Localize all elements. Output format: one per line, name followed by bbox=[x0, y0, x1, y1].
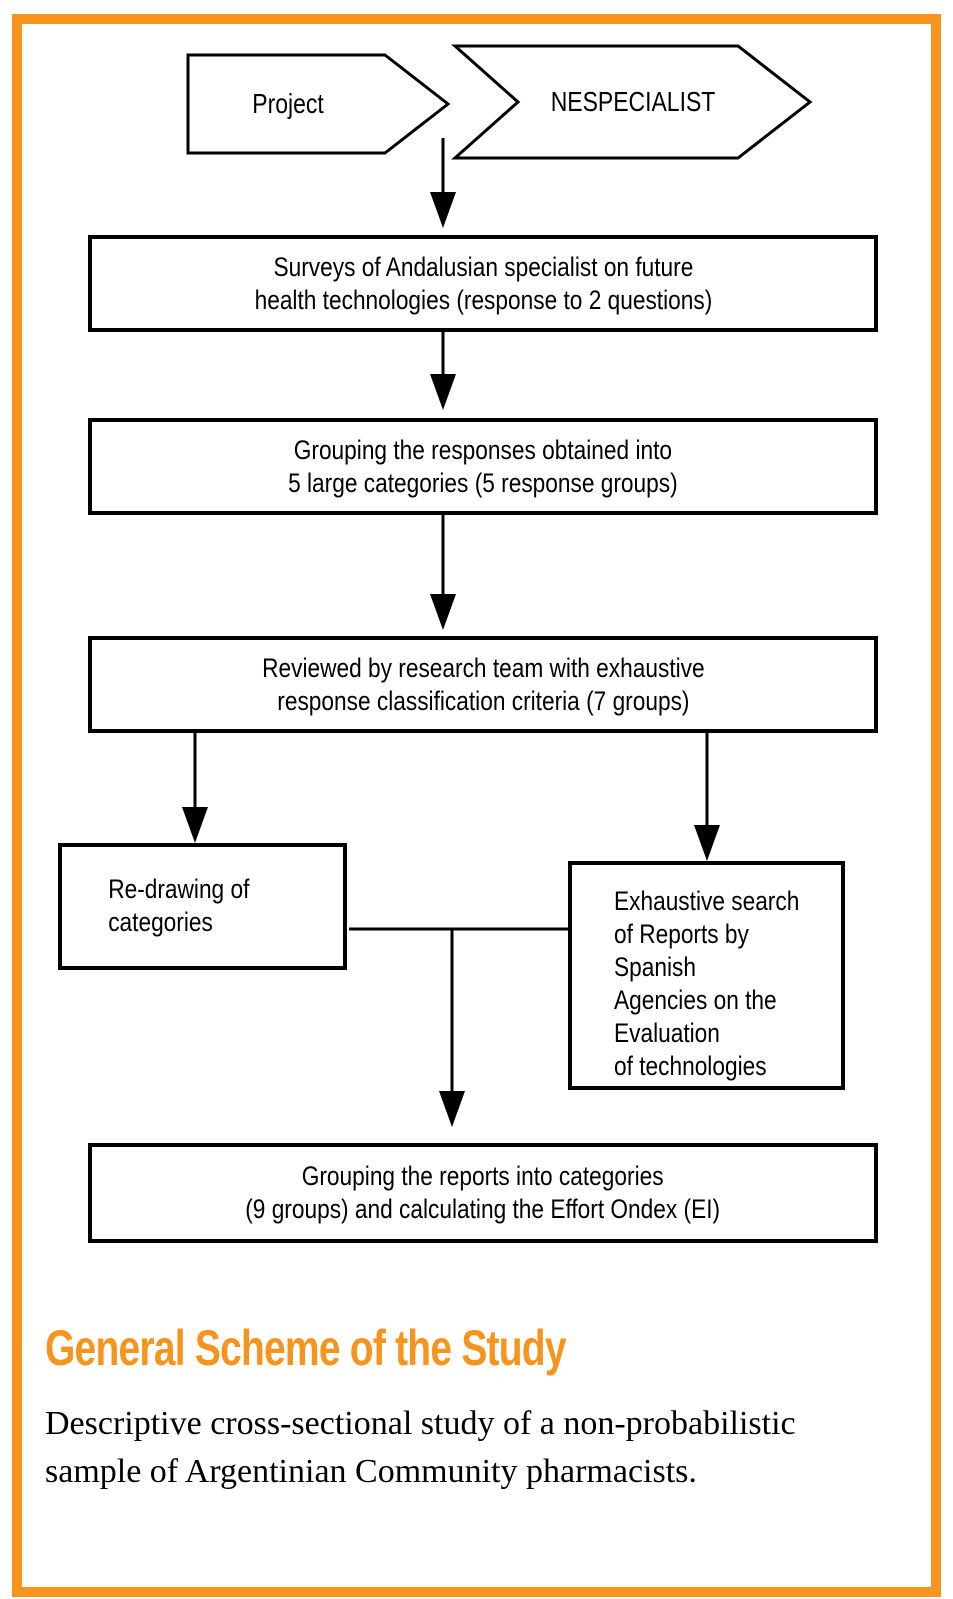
arrowhead bbox=[182, 807, 208, 843]
page-border-frame bbox=[12, 14, 941, 1597]
box-line: Agencies on the bbox=[614, 985, 777, 1015]
arrowhead bbox=[439, 1091, 465, 1127]
arrowhead bbox=[430, 594, 456, 630]
box-line: health technologies (response to 2 quest… bbox=[254, 284, 712, 315]
box-line: categories bbox=[108, 907, 213, 937]
review-box: Reviewed by research team with exhaustiv… bbox=[88, 636, 878, 733]
project-banner-label: Project bbox=[252, 88, 324, 119]
specialist-banner-shape bbox=[451, 44, 813, 160]
box-line: Surveys of Andalusian specialist on futu… bbox=[273, 251, 693, 282]
box-line: Evaluation bbox=[614, 1018, 720, 1048]
box-line: response classification criteria (7 grou… bbox=[276, 685, 690, 716]
caption-line: sample of Argentinian Community pharmaci… bbox=[45, 1453, 697, 1490]
caption-text: Descriptive cross-sectional study of a n… bbox=[45, 1400, 905, 1496]
section-heading: General Scheme of the Study bbox=[45, 1320, 567, 1376]
search-reports-box: Exhaustive search of Reports by Spanish … bbox=[568, 861, 845, 1090]
project-banner-shape bbox=[186, 53, 451, 155]
grouping-responses-box: Grouping the responses obtained into 5 l… bbox=[88, 418, 878, 515]
box-line: of Reports by bbox=[614, 919, 749, 949]
surveys-box: Surveys of Andalusian specialist on futu… bbox=[88, 235, 878, 332]
redrawing-box: Re-drawing of categories bbox=[58, 843, 347, 970]
specialist-banner-label: NESPECIALIST bbox=[550, 86, 716, 117]
arrowhead bbox=[430, 374, 456, 410]
box-line: Exhaustive search bbox=[614, 886, 800, 916]
box-line: Spanish bbox=[614, 952, 696, 982]
arrowhead bbox=[430, 192, 456, 228]
caption-line: Descriptive cross-sectional study of a n… bbox=[45, 1405, 796, 1442]
arrowhead bbox=[694, 825, 720, 861]
grouping-reports-box: Grouping the reports into categories (9 … bbox=[88, 1143, 878, 1243]
box-line: of technologies bbox=[614, 1051, 767, 1081]
box-line: 5 large categories (5 response groups) bbox=[288, 467, 678, 498]
box-line: (9 groups) and calculating the Effort On… bbox=[245, 1194, 721, 1224]
box-line: Grouping the responses obtained into bbox=[293, 434, 673, 465]
box-line: Reviewed by research team with exhaustiv… bbox=[261, 652, 705, 683]
box-line: Grouping the reports into categories bbox=[302, 1161, 664, 1191]
box-line: Re-drawing of bbox=[108, 874, 250, 904]
